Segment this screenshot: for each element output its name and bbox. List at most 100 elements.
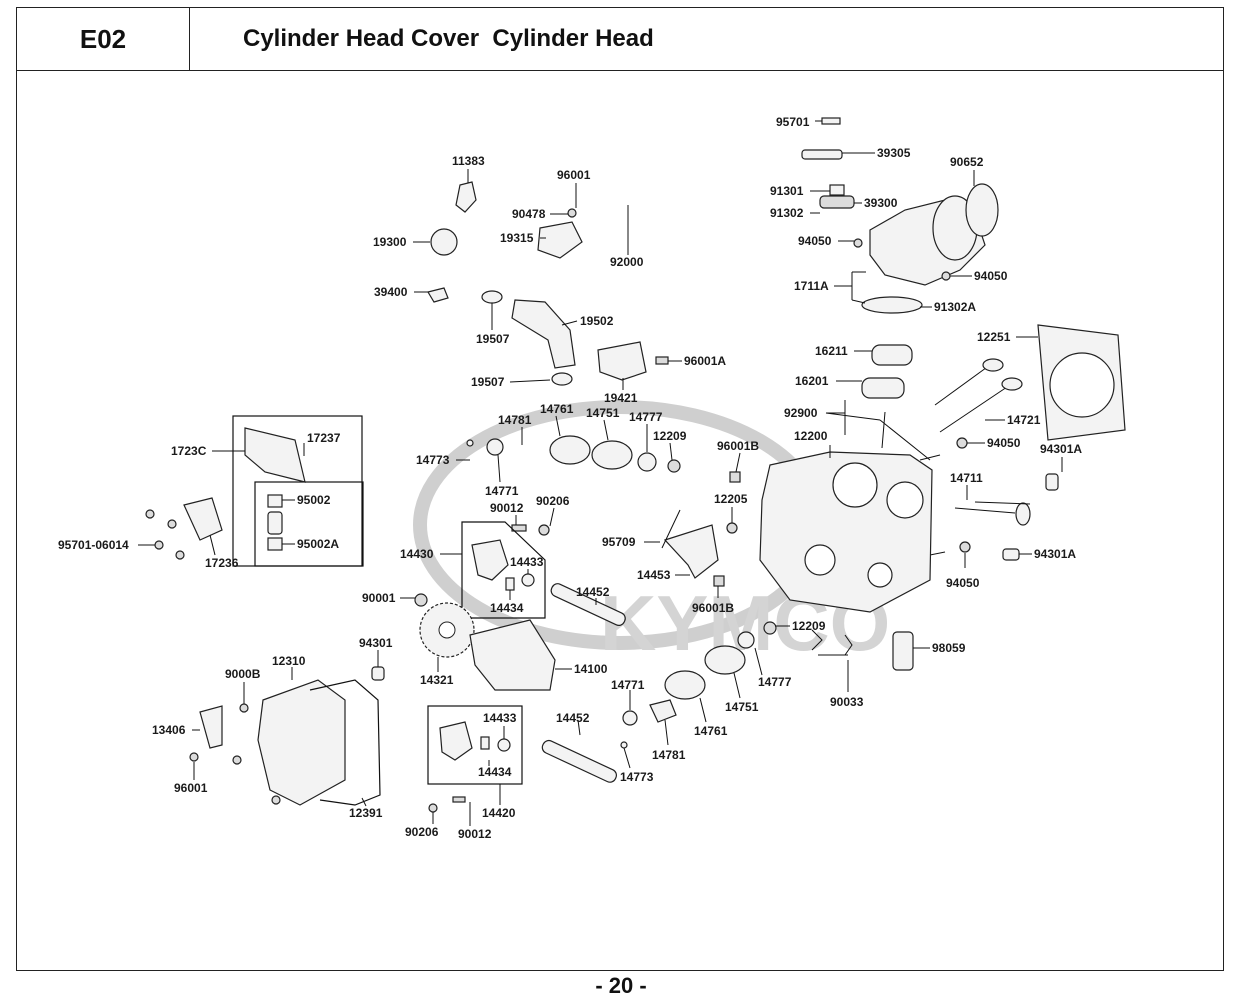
part-14100-camshaft [469, 619, 556, 691]
part-95701 [821, 117, 841, 125]
label-14433: 14433 [510, 555, 544, 569]
part-98059-spark-plug [892, 631, 914, 671]
part-14452-shaft [550, 583, 626, 626]
part-1723C [244, 427, 306, 483]
part-94050-nut-2 [941, 271, 951, 281]
label-12310: 12310 [272, 654, 306, 668]
label-90206: 90206 [405, 825, 439, 839]
part-12209-lower [763, 621, 777, 635]
label-94301: 94301 [359, 636, 393, 650]
label-14751: 14751 [586, 406, 620, 420]
part-39400 [427, 287, 449, 303]
label-1711A: 1711A [794, 279, 829, 293]
valve-head-1 [982, 358, 1004, 372]
label-14773: 14773 [416, 453, 450, 467]
part-19502-hose [511, 299, 576, 369]
part-94301A-2 [1002, 548, 1020, 561]
part-95002A [267, 537, 283, 551]
label-12200: 12200 [794, 429, 828, 443]
part-13406 [199, 705, 223, 749]
label-14777: 14777 [629, 410, 663, 424]
page-number: - 20 - [595, 973, 647, 998]
label-90478: 90478 [512, 207, 546, 221]
part-91301 [829, 184, 845, 196]
part-96001 [567, 208, 577, 218]
label-94050: 94050 [946, 576, 980, 590]
part-14761-upper [549, 435, 591, 465]
breather-subbox [254, 481, 364, 567]
part-11383 [455, 181, 477, 213]
label-96001B: 96001B [692, 601, 734, 615]
valve-train-upper [466, 435, 741, 587]
label-14434: 14434 [490, 601, 524, 615]
label-39300: 39300 [864, 196, 898, 210]
label-14771: 14771 [485, 484, 519, 498]
part-14452-shaft-2 [541, 739, 617, 783]
part-17237-hose [267, 511, 283, 535]
label-90012: 90012 [490, 501, 524, 515]
label-12209: 12209 [792, 619, 826, 633]
rocker-box-14420 [427, 705, 523, 785]
label-19502: 19502 [580, 314, 614, 328]
part-39305 [801, 149, 843, 160]
label-14430: 14430 [400, 547, 434, 561]
part-90012-lower [452, 796, 466, 803]
part-94050-washer [956, 437, 968, 449]
gasket-bore [1049, 352, 1115, 418]
label-14452: 14452 [556, 711, 590, 725]
label-14452: 14452 [576, 585, 610, 599]
label-14100: 14100 [574, 662, 608, 676]
label-14321: 14321 [420, 673, 454, 687]
label-14781: 14781 [652, 748, 686, 762]
label-14721: 14721 [1007, 413, 1041, 427]
label-14434: 14434 [478, 765, 512, 779]
label-95002: 95002 [297, 493, 331, 507]
part-14420-rocker [439, 721, 473, 761]
part-19315 [537, 221, 583, 259]
label-96001B: 96001B [717, 439, 759, 453]
part-14751-lower [704, 645, 746, 675]
part-19300 [430, 228, 458, 256]
valve-train-lower [541, 621, 777, 783]
label-14453: 14453 [637, 568, 671, 582]
part-14761-lower [664, 670, 706, 700]
label-94301A: 94301A [1034, 547, 1076, 561]
part-91302A-oring [861, 296, 923, 314]
label-14773: 14773 [620, 770, 654, 784]
part-12205 [726, 522, 738, 534]
camshaft-group [371, 583, 626, 691]
label-14751: 14751 [725, 700, 759, 714]
valve-head-3 [1015, 502, 1031, 526]
part-94301 [371, 666, 385, 681]
label-19507: 19507 [471, 375, 505, 389]
label-16201: 16201 [795, 374, 829, 388]
label-90206: 90206 [536, 494, 570, 508]
label-94301A: 94301A [1040, 442, 1082, 456]
part-12209-upper [667, 459, 681, 473]
label-16211: 16211 [815, 344, 848, 358]
part-14773-lower [620, 741, 628, 749]
part-labels: 95701 39305 90652 91301 39300 91302 9405… [58, 115, 1082, 841]
valves [934, 358, 1031, 526]
part-14771-upper [486, 438, 504, 456]
label-92900: 92900 [784, 406, 818, 420]
part-90033 [811, 629, 853, 656]
part-12310-cover [257, 679, 346, 806]
label-11383: 11383 [452, 154, 485, 168]
label-39400: 39400 [374, 285, 408, 299]
label-14761: 14761 [540, 402, 574, 416]
label-90033: 90033 [830, 695, 864, 709]
breather-group [145, 415, 364, 567]
label-17236: 17236 [205, 556, 239, 570]
label-1723C: 1723C [171, 444, 207, 458]
part-16201 [861, 377, 905, 399]
label-90012: 90012 [458, 827, 492, 841]
diagram-frame [16, 70, 1224, 971]
label-95701-06014: 95701-06014 [58, 538, 129, 552]
label-12209: 12209 [653, 429, 687, 443]
label-14711: 14711 [950, 471, 983, 485]
part-19421 [597, 341, 647, 381]
part-96001A [655, 356, 669, 365]
label-12205: 12205 [714, 492, 748, 506]
